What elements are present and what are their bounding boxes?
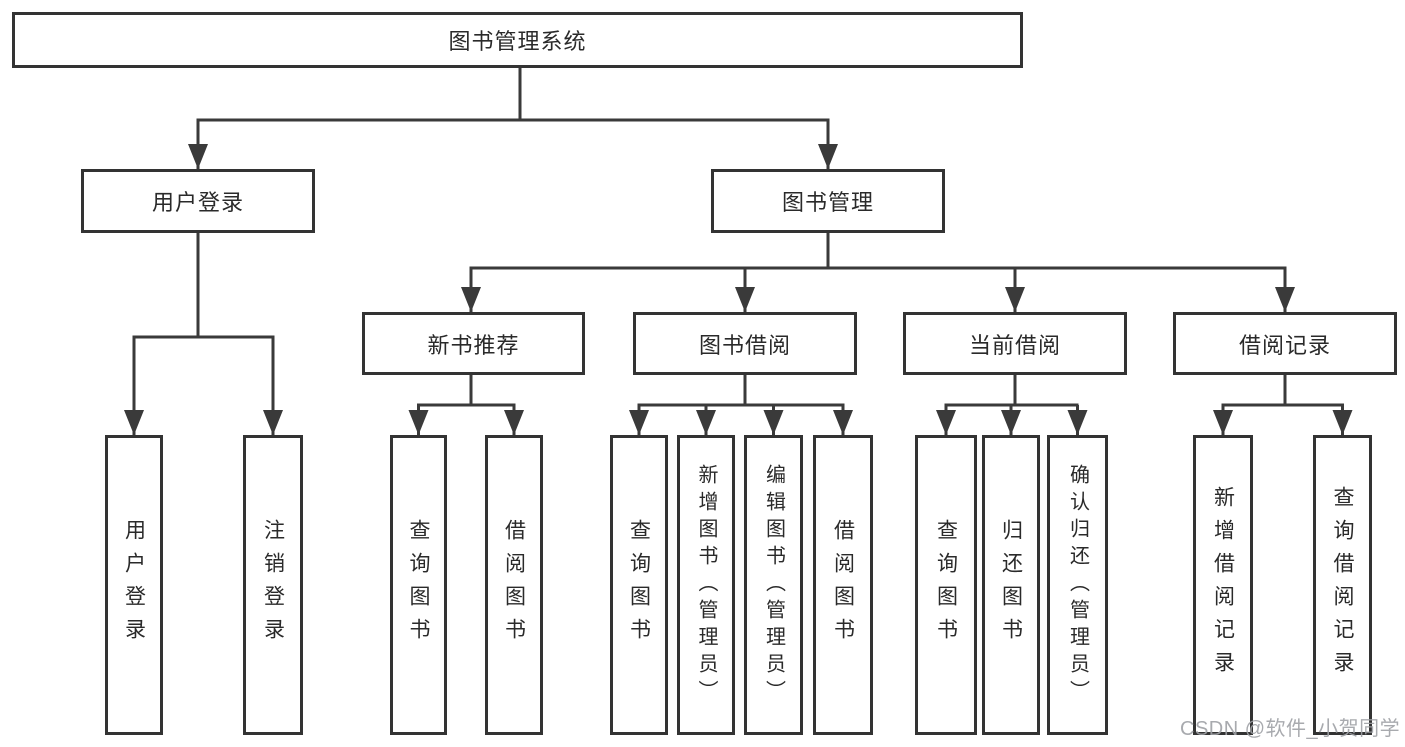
leaf-edit-book-admin: 编辑图书（管理员）	[744, 435, 803, 735]
node-new-book-recommend: 新书推荐	[362, 312, 585, 375]
leaf-borrow-books-borrowing: 借阅图书	[813, 435, 873, 735]
leaf-query-books-current: 查询图书	[915, 435, 977, 735]
node-current-borrowing: 当前借阅	[903, 312, 1127, 375]
leaf-logout: 注销登录	[243, 435, 303, 735]
leaf-query-borrow-record: 查询借阅记录	[1313, 435, 1372, 735]
node-book-borrowing: 图书借阅	[633, 312, 857, 375]
node-book-management: 图书管理	[711, 169, 945, 233]
leaf-user-login: 用户登录	[105, 435, 163, 735]
leaf-query-books-recommend: 查询图书	[390, 435, 447, 735]
node-system-root: 图书管理系统	[12, 12, 1023, 68]
node-user-login: 用户登录	[81, 169, 315, 233]
leaf-borrow-books-recommend: 借阅图书	[485, 435, 543, 735]
leaf-add-borrow-record: 新增借阅记录	[1193, 435, 1253, 735]
leaf-confirm-return-admin: 确认归还（管理员）	[1047, 435, 1108, 735]
csdn-watermark: CSDN @软件_小贺同学	[1180, 718, 1401, 740]
node-borrowing-records: 借阅记录	[1173, 312, 1397, 375]
leaf-query-books-borrowing: 查询图书	[610, 435, 668, 735]
leaf-add-book-admin: 新增图书（管理员）	[677, 435, 735, 735]
leaf-return-books: 归还图书	[982, 435, 1040, 735]
